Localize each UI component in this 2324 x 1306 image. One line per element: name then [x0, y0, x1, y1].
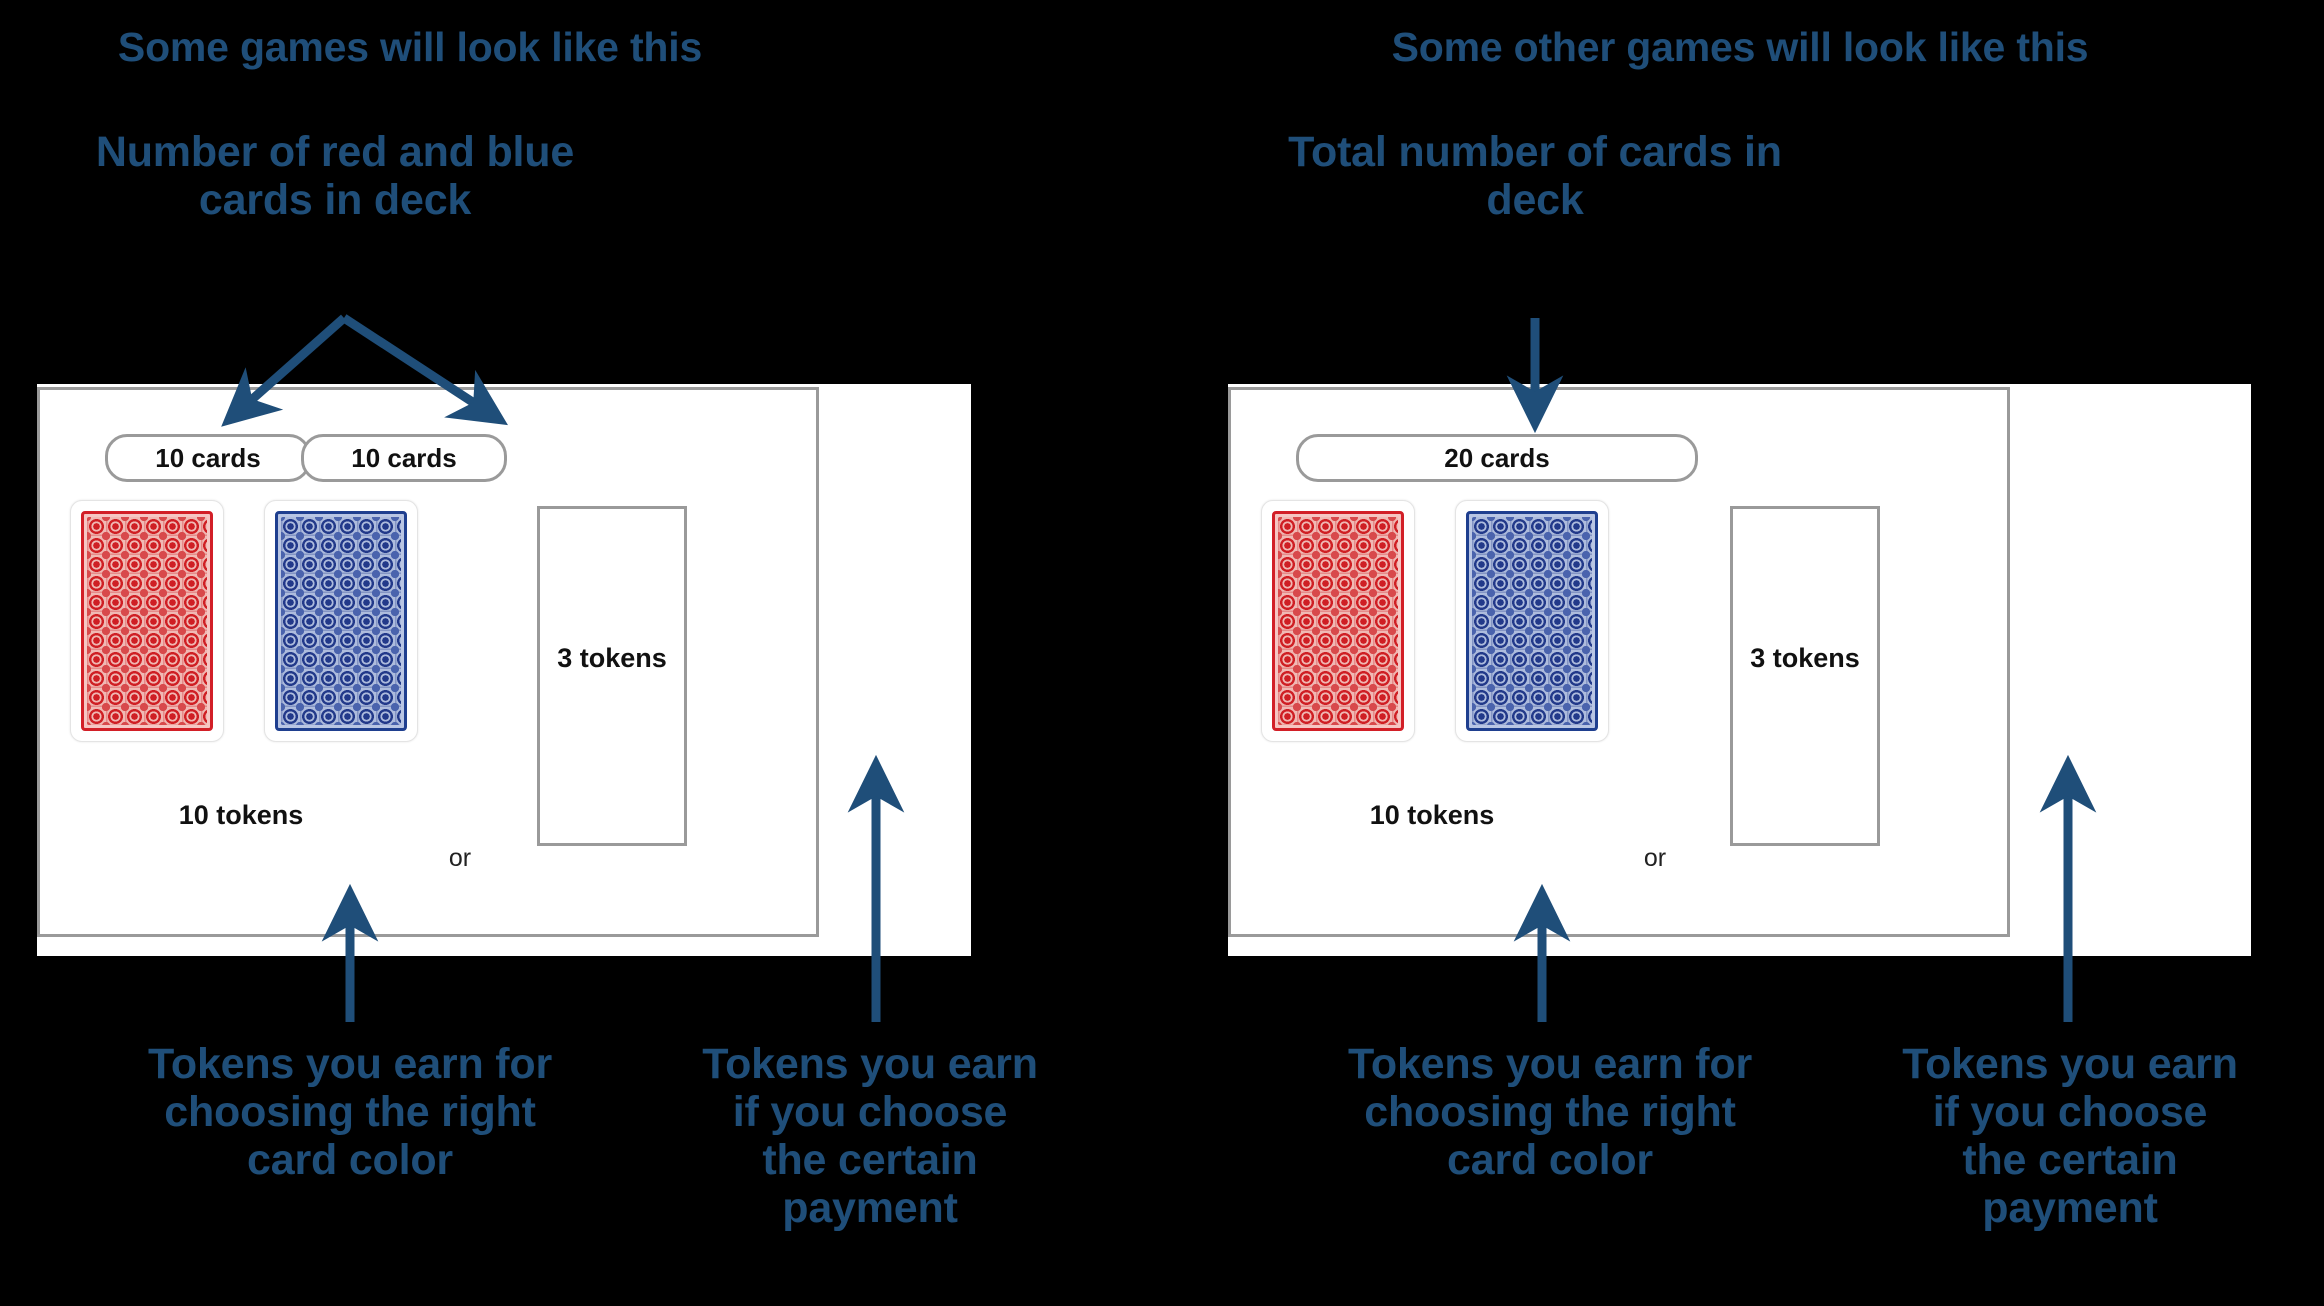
left-gamble-box: 10 cards 10 cards 10 tokens	[37, 387, 819, 937]
red-card-back-icon	[1271, 510, 1405, 732]
left-gamble-payoff-label: 10 tokens	[178, 800, 304, 830]
left-deck-badge-red[interactable]: 10 cards	[105, 434, 311, 482]
right-deck-badge-total[interactable]: 20 cards	[1296, 434, 1698, 482]
left-card-slot-red[interactable]	[70, 500, 224, 742]
left-panel-title: Some games will look like this	[117, 24, 703, 70]
right-card-slot-red[interactable]	[1261, 500, 1415, 742]
blue-card-back-icon	[1465, 510, 1599, 732]
right-gamble-box: 20 cards 10 tokens	[1228, 387, 2010, 937]
right-game-screen: 20 cards 10 tokens or 3 tokens	[1228, 384, 2251, 956]
left-certain-payoff-label: 3 tokens	[557, 643, 667, 673]
right-callout-deck-total: Total number of cards in deck	[1288, 128, 1782, 225]
left-caption-gamble: Tokens you earn for choosing the right c…	[148, 1040, 552, 1185]
right-card-slot-blue[interactable]	[1455, 500, 1609, 742]
left-card-slot-blue[interactable]	[264, 500, 418, 742]
red-card-back-icon	[80, 510, 214, 732]
left-or-label: or	[448, 844, 472, 872]
right-panel-title: Some other games will look like this	[1391, 24, 2089, 70]
left-game-screen: 10 cards 10 cards 10 tokens or 3 tokens	[37, 384, 971, 956]
left-caption-certain: Tokens you earn if you choose the certai…	[702, 1040, 1038, 1233]
right-caption-gamble: Tokens you earn for choosing the right c…	[1348, 1040, 1752, 1185]
right-certain-payment-box[interactable]: 3 tokens	[1730, 506, 1880, 846]
blue-card-back-icon	[274, 510, 408, 732]
left-certain-payment-box[interactable]: 3 tokens	[537, 506, 687, 846]
right-gamble-payoff-label: 10 tokens	[1369, 800, 1495, 830]
right-or-label: or	[1643, 844, 1667, 872]
left-deck-badge-blue[interactable]: 10 cards	[301, 434, 507, 482]
right-caption-certain: Tokens you earn if you choose the certai…	[1902, 1040, 2238, 1233]
right-certain-payoff-label: 3 tokens	[1750, 643, 1860, 673]
left-callout-deck-counts: Number of red and blue cards in deck	[95, 128, 575, 225]
